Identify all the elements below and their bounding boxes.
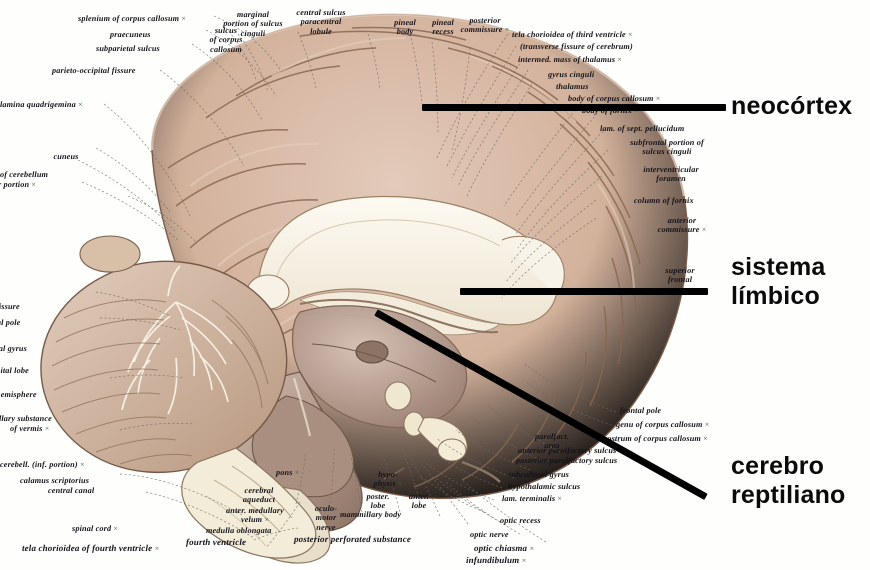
cerebellum: [40, 235, 288, 474]
anat-hypothalamic-sulcus: hypothalamic sulcus: [508, 482, 581, 491]
hypothalamic-structures: [384, 381, 501, 483]
anat-cuneus: cuneus: [53, 152, 79, 161]
anat-posterior-lobe: poster. lobe: [366, 492, 390, 511]
anat-parolfactory-area: parolfact. area: [534, 432, 570, 451]
anat-fourth-ventricle: fourth ventricle: [186, 537, 247, 547]
callout-cerebro-reptiliano: cerebro reptiliano: [731, 452, 846, 509]
anat-anterior-lobe: anter. lobe: [408, 492, 430, 511]
anat-cerebral-aqueduct: cerebral aqueduct: [242, 486, 276, 505]
anat-body-of-corpus-callosum: body of corpus callosum ×: [568, 94, 661, 103]
anat-anterior-commissure: anterior commissure ×: [657, 216, 707, 235]
anat-subcallosal-gyrus: subcallosal gyrus: [508, 470, 570, 479]
anat-praecuneus: praecuneus: [110, 30, 151, 39]
anat-lingual-gyrus: ual gyrus: [0, 344, 27, 353]
anat-rostrum-of-corpus-callosum: rostrum of corpus callosum ×: [604, 434, 708, 443]
anat-intermediate-mass-of-thalamus: intermed. mass of thalamus ×: [518, 55, 623, 64]
anat-posterior-parolfactory-sulcus: posterior parolfactory sulcus: [516, 456, 618, 465]
anat-subparietal-sulcus: subparietal sulcus: [96, 44, 160, 53]
anat-lam-of-sept-pellucidum: lam. of sept. pellucidum: [600, 124, 685, 133]
anat-splenium-of-corpus-callosum: splenium of corpus callosum ×: [78, 14, 187, 23]
anat-cerebellum-inferior-portion: cerebell. (inf. portion) ×: [0, 460, 85, 469]
anat-occipital-pole: ital pole: [0, 318, 21, 327]
anat-lingula-of-cerebellum: ls of cerebellum: [0, 170, 49, 179]
anat-mammillary-body: mammillary body: [340, 510, 402, 519]
anat-hemisphere: hemisphere: [0, 390, 37, 399]
anat-marginal-portion-sulcus-cinguli: marginal portion of sulcus cinguli: [223, 10, 283, 38]
anat-hypophysis: hypo- physis ×: [373, 470, 403, 489]
anat-lamina-quadrigemina: lamina quadrigemina ×: [0, 100, 83, 109]
anat-infundibulum: infundibulum ×: [466, 555, 527, 565]
fourth-ventricle-spinal-cord: [181, 447, 317, 559]
anat-tela-chorioidea-third-ventricle: tela chorioidea of third ventricle ×: [512, 30, 633, 39]
anat-medulla-oblongata: medulla oblongata: [206, 526, 272, 535]
limbic-system-leader-line: [460, 288, 708, 295]
anat-oculomotor-nerve: oculo- motor nerve: [314, 504, 338, 532]
anat-medullary-substance: dullary substance: [0, 414, 52, 423]
anat-optic-nerve: optic nerve: [470, 530, 509, 539]
anat-sulcus-of-corpus-callosum: sulcus of corpus callosum: [209, 26, 243, 54]
anat-calamus-scriptorius: calamus scriptorius: [20, 476, 90, 485]
anat-superior-frontal: superior frontal: [665, 266, 695, 285]
anat-lam-terminalis: lam. terminalis ×: [502, 494, 563, 503]
anat-pons: pons ×: [276, 468, 300, 477]
anat-subfrontal-portion-sulcus-cinguli: subfrontal portion of sulcus cinguli: [630, 138, 704, 157]
callout-neocortex: neocórtex: [731, 92, 853, 120]
anat-central-sulcus-paracentral-lobule: central sulcus paracentral lobule: [296, 8, 346, 36]
anat-column-of-fornix: column of fornix: [634, 196, 694, 205]
anat-spinal-cord: spinal cord ×: [72, 524, 119, 533]
anat-posterior-perforated-substance: posterior perforated substance: [294, 534, 411, 544]
callout-sistema-limbico: sistema límbico: [731, 253, 826, 310]
anat-of-vermis: of vermis ×: [10, 424, 50, 433]
anat-optic-chiasma: optic chiasma ×: [474, 543, 535, 553]
anat-gyrus-cinguli: gyrus cinguli: [548, 70, 595, 79]
anat-pineal-recess: pineal recess: [432, 18, 454, 37]
neocortex-leader-line: [422, 104, 726, 111]
anat-frontal-pole: frontal pole: [620, 406, 662, 415]
anat-interventricular-foramen: interventricular foramen: [643, 165, 699, 184]
anat-pineal-body: pineal body: [394, 18, 416, 37]
anat-parieto-occipital-fissure: parieto-occipital fissure: [52, 66, 136, 75]
anat-thalamus: thalamus: [556, 82, 589, 91]
anat-anterior-medullary-velum: anter. medullary velum ×: [226, 506, 284, 525]
anat-optic-recess: optic recess: [500, 516, 541, 525]
anat-fissure: fissure: [0, 302, 20, 311]
anat-genu-of-corpus-callosum: genu of corpus callosum ×: [616, 420, 710, 429]
anat-occipital-lobe: cipital lobe: [0, 366, 29, 375]
anat-posterior-commissure: posterior commissure ×: [460, 16, 510, 35]
anat-transverse-fissure-of-cerebrum: (transverse fissure of cerebrum): [520, 42, 633, 51]
anat-tela-chorioidea-fourth-ventricle: tela chorioidea of fourth ventricle ×: [22, 543, 160, 553]
anat-superior-portion: rior portion ×: [0, 180, 37, 189]
anat-anterior-parolfactory-sulcus: anterior parolfactory sulcus: [518, 446, 617, 455]
anat-central-canal: central canal: [48, 486, 95, 495]
